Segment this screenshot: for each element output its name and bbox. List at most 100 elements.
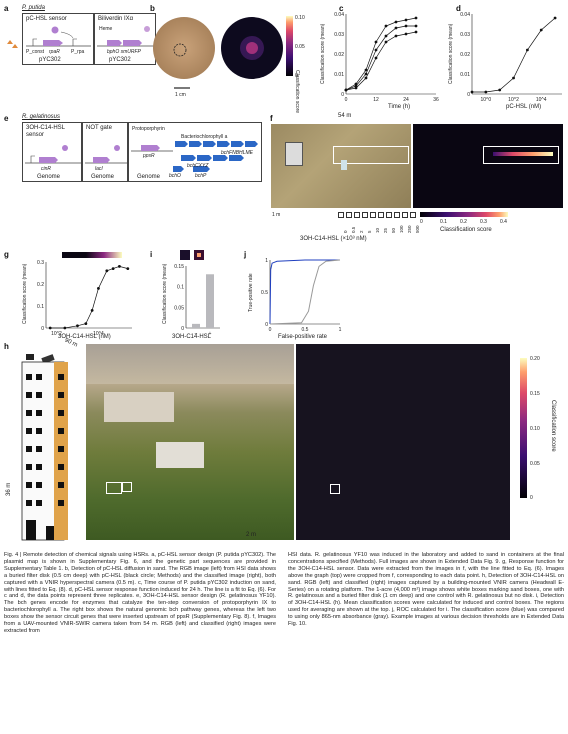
y-tick-label: 0 — [467, 92, 470, 98]
panel-h-height: 36 m — [6, 482, 12, 496]
panel-f-cbar-label: Classification score — [440, 227, 492, 233]
uav-image-rgb — [271, 124, 411, 208]
data-point — [404, 24, 408, 28]
sensor-title: pC-HSL sensor — [26, 16, 67, 22]
panel-f-label: f — [270, 114, 273, 123]
fit-line — [50, 266, 128, 329]
panel-d-xlabel: pC-HSL (nM) — [506, 104, 542, 110]
y-tick-label: 0.05 — [174, 305, 184, 311]
y-tick-label: 0.15 — [174, 264, 184, 270]
promoter-const: P_const — [26, 49, 45, 55]
data-point — [105, 269, 109, 273]
x-tick-label: − — [195, 331, 198, 337]
x-tick-label: + — [209, 331, 212, 337]
gene-bchO: bchO — [169, 173, 181, 179]
data-point — [76, 324, 79, 328]
genome-label-3: Genome — [137, 174, 161, 180]
gene-rpaR: rpaR — [49, 49, 60, 55]
data-point — [404, 18, 408, 22]
panel-f-scale: 1 m — [272, 212, 281, 218]
panel-c-xlabel: Time (h) — [388, 104, 411, 110]
sand-classified-image — [221, 17, 283, 79]
y-tick-label: 0.04 — [460, 12, 470, 18]
uav-image-classified — [413, 124, 563, 208]
panel-b-colorbar — [286, 16, 293, 76]
panel-h-scale: 2 m — [246, 532, 257, 538]
y-tick-label: 0.01 — [460, 72, 470, 78]
aerial-rgb-image — [86, 344, 294, 540]
data-point — [414, 30, 418, 34]
conc-box — [354, 212, 360, 218]
panel-c-label: c — [339, 4, 344, 13]
i-crop-plus — [194, 250, 204, 260]
conc-box — [394, 212, 400, 218]
y-tick-label: 0.03 — [334, 32, 344, 38]
x-tick-label: 0 — [269, 327, 272, 333]
panel-h-cbar-tick-1: 0.15 — [530, 391, 540, 397]
g-crop-strip — [62, 252, 122, 258]
panel-i-label: i — [150, 250, 153, 259]
panel-e-organism: R. gelatinosus — [22, 114, 61, 120]
protoporphyrin-label: Protoporphyrin — [132, 126, 165, 132]
chart-i: 00.050.10.15−+ — [174, 264, 220, 337]
data-point — [364, 76, 368, 80]
conc-tick-label: 10 — [375, 227, 380, 233]
panel-c-ylabel: Classification score (mean) — [320, 23, 326, 84]
data-point — [414, 24, 418, 28]
panel-i-xlabel: 3OH-C14-HSL — [172, 334, 212, 340]
roc-curve — [269, 259, 341, 325]
roc-curve — [269, 259, 340, 325]
data-point — [553, 16, 557, 20]
data-point — [354, 86, 358, 90]
f-cbar-tick: 0.1 — [440, 219, 447, 225]
x-tick-label: 0 — [345, 97, 348, 103]
panel-b-scale: 1 cm — [175, 92, 186, 98]
x-tick-label: 1 — [339, 327, 342, 333]
fit-line — [345, 17, 417, 91]
panel-b-cbar-label: Classification score — [294, 70, 300, 114]
panel-b-cbar-tick-0: 0.10 — [295, 15, 305, 21]
data-point — [394, 26, 398, 30]
conc-box — [362, 212, 368, 218]
panel-h-cbar-label: Classification score — [550, 400, 556, 452]
lac-circuit — [85, 145, 127, 164]
sand-rgb-image — [153, 17, 215, 89]
filter-disk-circle — [173, 43, 187, 57]
data-point — [394, 20, 398, 24]
data-point — [512, 76, 515, 80]
panel-h-cbar-tick-4: 0 — [530, 495, 533, 501]
data-point — [126, 267, 130, 270]
y-tick-label: 0.03 — [460, 32, 470, 38]
panel-j-label: j — [244, 250, 247, 259]
panel-j-xlabel: False-positive rate — [278, 334, 328, 340]
panel-f-colorbar — [420, 212, 508, 217]
y-tick-label: 0.04 — [334, 12, 344, 18]
panel-b-cbar-tick-1: 0.05 — [295, 44, 305, 50]
f-cbar-tick: 0 — [420, 219, 423, 225]
data-point — [364, 72, 368, 76]
panel-f-distance: 54 m — [338, 113, 352, 119]
promoter-rpa: P_rpa — [71, 49, 85, 55]
conc-box — [378, 212, 384, 218]
gene-bchCXYZ: bchCXYZ — [187, 163, 209, 169]
genome-label-2: Genome — [91, 174, 115, 180]
panel-a-label: a — [4, 4, 9, 13]
bchl-label: Bacteriochlorophyll a — [181, 134, 228, 140]
x-tick-label: 24 — [403, 97, 409, 103]
panel-a-sensor-box: pC-HSL sensor rpaR P_const P_rpa pYC302 — [22, 13, 94, 65]
x-tick-label: 10^0 — [480, 97, 491, 103]
data-point — [374, 56, 378, 60]
conc-tick-label: 0.5 — [351, 226, 356, 233]
conc-box — [402, 212, 408, 218]
y-tick-label: 0.5 — [261, 290, 268, 296]
data-point — [84, 322, 88, 325]
conc-tick-label: 100 — [399, 225, 404, 233]
panel-d-label: d — [456, 4, 461, 13]
gene-bchFNBHLME: bchFNBHLME — [221, 150, 253, 156]
conc-tick-label: 25 — [383, 227, 388, 233]
panel-a-output-box: Biliverdin IXα Heme bphO smURFP pYC302 — [94, 13, 156, 65]
data-point — [364, 68, 368, 72]
